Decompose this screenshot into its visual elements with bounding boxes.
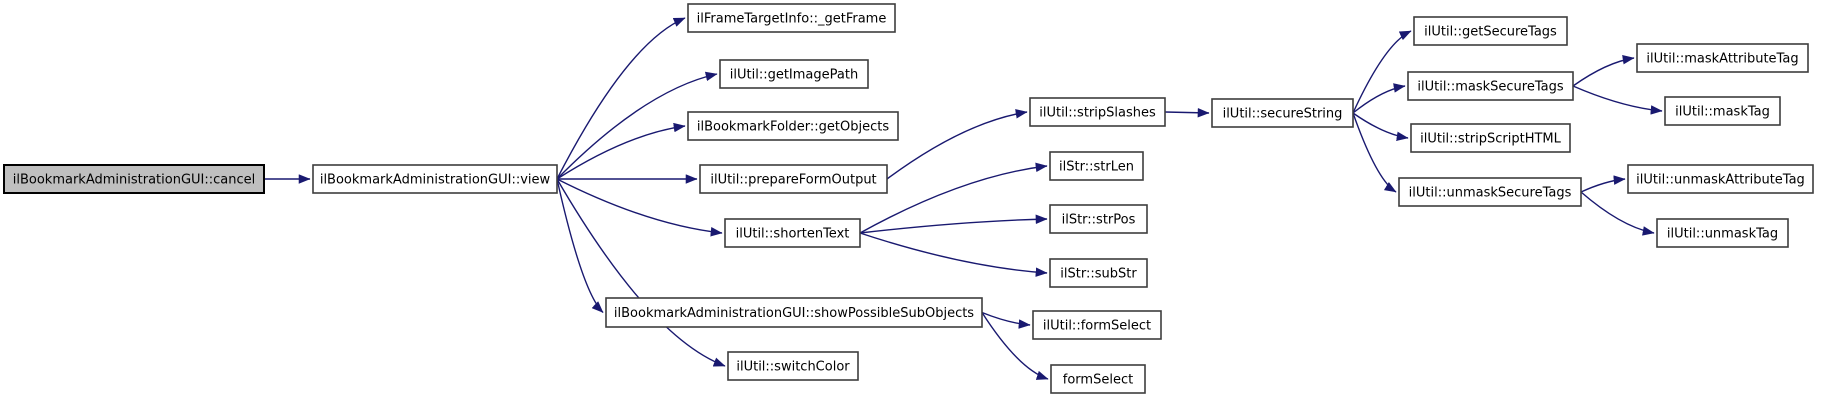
edge-secure_string-to-mask_secure_tags [1352,83,1406,114]
node-switch_color[interactable]: ilUtil::switchColor [727,351,859,381]
node-box-shorten_text[interactable] [724,218,861,248]
edge-shorten_text-to-str_len [859,162,1048,234]
node-label-unmask_secure_tags: ilUtil::unmaskSecureTags [1409,186,1572,201]
node-get_objects[interactable]: ilBookmarkFolder::getObjects [687,111,899,141]
edge-mask_secure_tags-to-mask_attribute_tag [1572,55,1635,87]
node-box-cancel[interactable] [3,164,265,194]
node-str_pos[interactable]: ilStr::strPos [1049,204,1148,234]
node-sub_str[interactable]: ilStr::subStr [1049,258,1148,288]
node-box-get_objects[interactable] [687,111,899,141]
edge-secure_string-to-unmask_secure_tags [1352,112,1397,193]
node-label-strip_script_html: ilUtil::stripScriptHTML [1420,132,1562,147]
edge-view-to-shorten_text [556,178,723,237]
node-label-get_objects: ilBookmarkFolder::getObjects [697,120,889,135]
edge-unmask_secure_tags-to-unmask_attribute_tag [1580,175,1626,193]
node-secure_string[interactable]: ilUtil::secureString [1211,98,1354,128]
node-cancel[interactable]: ilBookmarkAdministrationGUI::cancel [3,164,265,194]
edge-shorten_text-to-sub_str [859,232,1048,277]
edge-secure_string-to-get_secure_tags [1352,30,1412,114]
node-shorten_text[interactable]: ilUtil::shortenText [724,218,861,248]
node-label-show_possible_sub_objects: ilBookmarkAdministrationGUI::showPossibl… [614,306,974,321]
edge-prepare_form_output-to-strip_slashes [886,109,1028,180]
node-label-mask_tag: ilUtil::maskTag [1675,105,1770,120]
edge-secure_string-to-strip_script_html [1352,112,1409,142]
node-show_possible_sub_objects[interactable]: ilBookmarkAdministrationGUI::showPossibl… [605,297,983,328]
node-box-prepare_form_output[interactable] [699,164,888,194]
edge-strip_slashes-to-secure_string [1164,107,1210,118]
node-box-unmask_attribute_tag[interactable] [1627,164,1814,194]
node-box-str_len[interactable] [1049,151,1144,181]
node-box-mask_secure_tags[interactable] [1407,71,1574,101]
node-label-secure_string: ilUtil::secureString [1223,107,1343,122]
node-unmask_attribute_tag[interactable]: ilUtil::unmaskAttributeTag [1627,164,1814,194]
node-mask_secure_tags[interactable]: ilUtil::maskSecureTags [1407,71,1574,101]
node-label-str_len: ilStr::strLen [1059,160,1134,175]
edge-show_possible_sub_objects-to-form_select_util [981,311,1031,329]
node-box-str_pos[interactable] [1049,204,1148,234]
edge-mask_secure_tags-to-mask_tag [1572,85,1663,115]
node-box-show_possible_sub_objects[interactable] [605,297,983,328]
node-box-sub_str[interactable] [1049,258,1148,288]
node-label-unmask_attribute_tag: ilUtil::unmaskAttributeTag [1636,173,1805,188]
node-label-form_select: formSelect [1063,373,1133,388]
node-box-get_frame[interactable] [687,3,896,33]
edge-show_possible_sub_objects-to-form_select [981,312,1049,380]
node-label-mask_attribute_tag: ilUtil::maskAttributeTag [1646,52,1798,67]
node-get_image_path[interactable]: ilUtil::getImagePath [719,59,869,89]
node-get_frame[interactable]: ilFrameTargetInfo::_getFrame [687,3,896,33]
node-box-mask_attribute_tag[interactable] [1636,43,1809,73]
node-box-switch_color[interactable] [727,351,859,381]
node-form_select[interactable]: formSelect [1050,364,1146,394]
edge-view-to-get_frame [556,17,686,180]
node-box-secure_string[interactable] [1211,98,1354,128]
node-box-strip_script_html[interactable] [1410,123,1571,153]
node-label-unmask_tag: ilUtil::unmaskTag [1667,227,1778,242]
node-mask_attribute_tag[interactable]: ilUtil::maskAttributeTag [1636,43,1809,73]
edge-view-to-get_objects [556,122,686,180]
node-box-mask_tag[interactable] [1664,96,1781,126]
node-box-unmask_tag[interactable] [1656,218,1789,248]
node-strip_slashes[interactable]: ilUtil::stripSlashes [1029,97,1166,127]
node-box-form_select_util[interactable] [1032,310,1162,340]
edge-unmask_secure_tags-to-unmask_tag [1580,191,1655,236]
node-label-cancel: ilBookmarkAdministrationGUI::cancel [13,173,256,188]
node-label-view: ilBookmarkAdministrationGUI::view [320,173,551,188]
node-box-view[interactable] [312,164,558,194]
node-box-strip_slashes[interactable] [1029,97,1166,127]
node-label-str_pos: ilStr::strPos [1062,213,1136,228]
node-box-get_secure_tags[interactable] [1413,16,1568,46]
node-label-get_frame: ilFrameTargetInfo::_getFrame [697,12,887,27]
edge-view-to-get_image_path [556,71,718,180]
node-label-mask_secure_tags: ilUtil::maskSecureTags [1417,80,1563,95]
node-label-form_select_util: ilUtil::formSelect [1043,319,1151,334]
node-mask_tag[interactable]: ilUtil::maskTag [1664,96,1781,126]
node-str_len[interactable]: ilStr::strLen [1049,151,1144,181]
node-view[interactable]: ilBookmarkAdministrationGUI::view [312,164,558,194]
node-label-prepare_form_output: ilUtil::prepareFormOutput [710,173,876,188]
node-label-get_image_path: ilUtil::getImagePath [730,68,858,83]
node-label-get_secure_tags: ilUtil::getSecureTags [1424,25,1557,40]
node-unmask_tag[interactable]: ilUtil::unmaskTag [1656,218,1789,248]
node-unmask_secure_tags[interactable]: ilUtil::unmaskSecureTags [1398,177,1582,207]
node-label-shorten_text: ilUtil::shortenText [736,227,850,242]
node-box-unmask_secure_tags[interactable] [1398,177,1582,207]
node-box-get_image_path[interactable] [719,59,869,89]
node-label-switch_color: ilUtil::switchColor [736,360,850,375]
edge-shorten_text-to-str_pos [859,214,1048,234]
node-strip_script_html[interactable]: ilUtil::stripScriptHTML [1410,123,1571,153]
node-get_secure_tags[interactable]: ilUtil::getSecureTags [1413,16,1568,46]
node-form_select_util[interactable]: ilUtil::formSelect [1032,310,1162,340]
node-prepare_form_output[interactable]: ilUtil::prepareFormOutput [699,164,888,194]
node-box-form_select[interactable] [1050,364,1146,394]
edge-view-to-show_possible_sub_objects [556,178,604,314]
node-label-sub_str: ilStr::subStr [1060,267,1137,282]
node-label-strip_slashes: ilUtil::stripSlashes [1039,106,1156,121]
